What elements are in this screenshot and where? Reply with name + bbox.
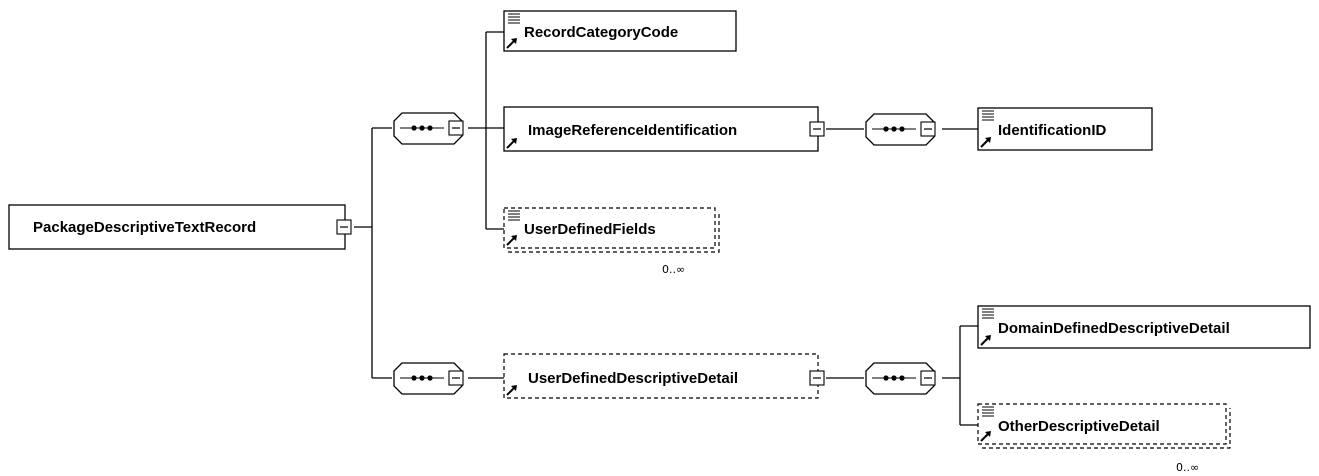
collapse-minus-icon[interactable] (920, 121, 936, 137)
reference-arrow-icon (506, 235, 517, 246)
root-element-label: PackageDescriptiveTextRecord (33, 219, 256, 236)
simple-content-lines-icon (508, 210, 520, 221)
sequence-dots-icon (400, 125, 444, 131)
reference-arrow-icon (980, 137, 991, 148)
reference-arrow-icon (506, 385, 517, 396)
simple-content-lines-icon (982, 406, 994, 417)
element-record-category-code[interactable]: RecordCategoryCode (503, 10, 737, 52)
simple-content-lines-icon (508, 13, 520, 24)
collapse-minus-icon[interactable] (448, 370, 464, 386)
element-label: UserDefinedFields (524, 221, 656, 238)
element-other-descriptive-detail[interactable]: OtherDescriptiveDetail 0..∞ (977, 403, 1231, 474)
element-user-defined-fields[interactable]: UserDefinedFields 0..∞ (503, 207, 720, 276)
root-element[interactable]: PackageDescriptiveTextRecord (8, 204, 352, 250)
element-label: IdentificationID (998, 122, 1107, 139)
sequence-compositor-upper[interactable] (393, 112, 464, 145)
element-image-reference-identification[interactable]: ImageReferenceIdentification (503, 106, 825, 152)
element-identification-id[interactable]: IdentificationID (977, 107, 1153, 151)
sequence-compositor-lower[interactable] (393, 362, 464, 395)
element-label: ImageReferenceIdentification (528, 122, 737, 139)
element-label: OtherDescriptiveDetail (998, 418, 1160, 435)
sequence-dots-icon (872, 375, 916, 381)
simple-content-lines-icon (982, 308, 994, 319)
element-user-defined-descriptive-detail[interactable]: UserDefinedDescriptiveDetail (503, 353, 825, 399)
collapse-minus-icon[interactable] (809, 121, 825, 137)
connector-lines (354, 31, 978, 426)
reference-arrow-icon (980, 431, 991, 442)
element-label: DomainDefinedDescriptiveDetail (998, 320, 1230, 337)
collapse-minus-icon[interactable] (336, 219, 352, 235)
occurrence-label: 0..∞ (662, 263, 685, 276)
reference-arrow-icon (506, 38, 517, 49)
sequence-compositor-descriptive-detail[interactable] (865, 362, 936, 395)
simple-content-lines-icon (982, 110, 994, 121)
occurrence-label: 0..∞ (1176, 461, 1199, 474)
sequence-compositor-image-ref[interactable] (865, 113, 936, 146)
reference-arrow-icon (980, 335, 991, 346)
element-domain-defined-descriptive-detail[interactable]: DomainDefinedDescriptiveDetail (977, 305, 1311, 349)
collapse-minus-icon[interactable] (448, 120, 464, 136)
reference-arrow-icon (506, 138, 517, 149)
collapse-minus-icon[interactable] (920, 370, 936, 386)
collapse-minus-icon[interactable] (809, 370, 825, 386)
sequence-dots-icon (872, 126, 916, 132)
sequence-dots-icon (400, 375, 444, 381)
element-label: UserDefinedDescriptiveDetail (528, 370, 738, 387)
element-label: RecordCategoryCode (524, 24, 678, 41)
